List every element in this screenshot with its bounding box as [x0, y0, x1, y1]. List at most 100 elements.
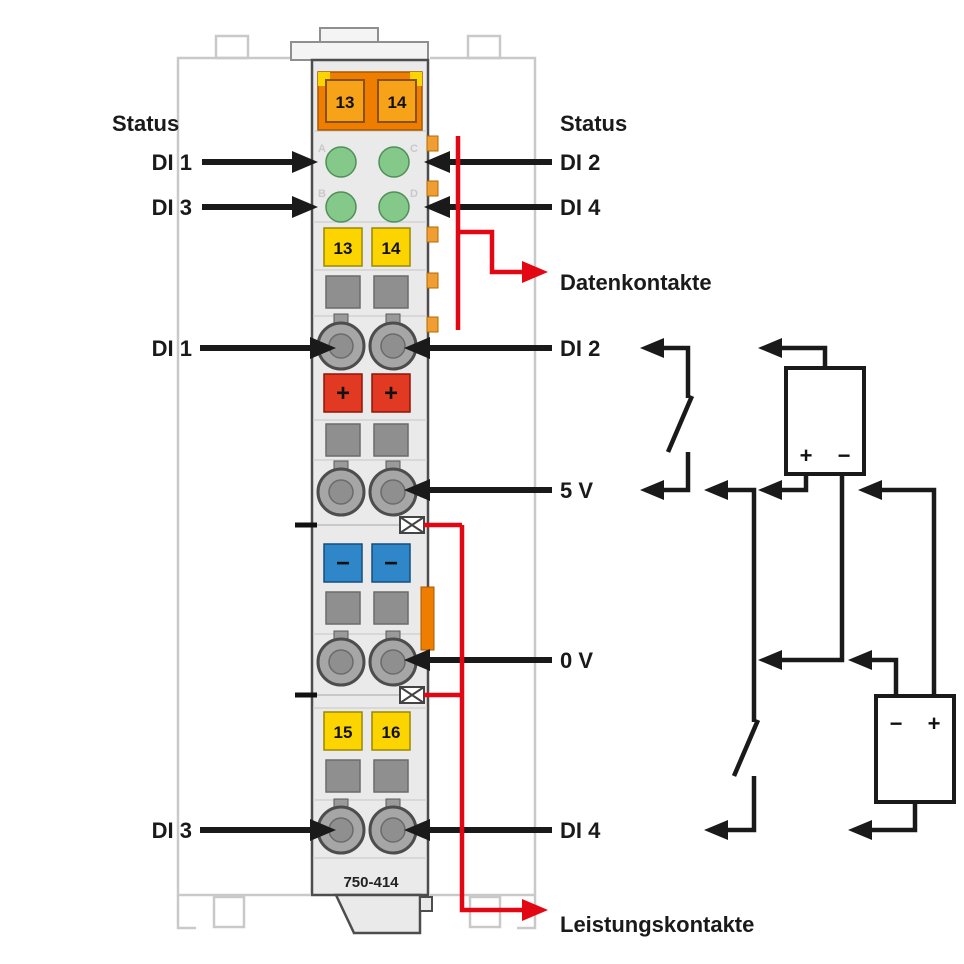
adjacent-module-left: [176, 34, 310, 930]
leistungskontakte-pointer: Leistungskontakte: [424, 522, 754, 937]
terminal-row-di3-di4: [316, 798, 418, 855]
plus-block-label-1: +: [336, 380, 350, 407]
arrow-di1-led: DI 1: [152, 150, 318, 175]
led-di4: [378, 191, 410, 223]
di4-terminal-label: DI 4: [560, 818, 601, 843]
id-tab-13-label: 13: [334, 239, 353, 258]
terminal-row-0v: [316, 630, 418, 687]
id-tab-14-label: 14: [382, 239, 401, 258]
minus-blocks: − −: [323, 543, 411, 583]
orange-side-tab: [420, 586, 435, 651]
power-jumper-contact-2: [295, 686, 428, 704]
arrow-di2-led: DI 2: [424, 150, 600, 175]
plus-blocks: + +: [323, 373, 411, 413]
id-tab-14: [371, 227, 411, 267]
led-di1: [325, 146, 357, 178]
module-top-latch: [290, 27, 429, 61]
arrow-head: [424, 196, 450, 218]
id-tab-13: [323, 227, 363, 267]
io-module: 13 14 A B C D 13 14: [290, 27, 439, 935]
push-buttons-row3: [325, 591, 409, 625]
arrow-head: [292, 151, 318, 173]
push-buttons-row4: [325, 759, 409, 793]
supply-2-plus: +: [928, 711, 941, 736]
id-tabs-top: 13 14: [323, 227, 411, 267]
data-contact-carrier: 13 14: [317, 71, 423, 131]
arrow-di2-terminal: DI 2: [404, 336, 600, 361]
top-contact-14-label: 14: [388, 93, 407, 112]
di3-led-label: DI 3: [152, 195, 192, 220]
leistungskontakte-label: Leistungskontakte: [560, 912, 754, 937]
id-tab-15: [323, 711, 363, 751]
top-contact-14: [377, 79, 417, 123]
id-tab-16: [371, 711, 411, 751]
id-tab-15-label: 15: [334, 723, 353, 742]
di2-led-label: DI 2: [560, 150, 600, 175]
terminal-row-di1-di2: [316, 313, 418, 371]
arrow-di1-terminal: DI 1: [152, 336, 336, 361]
right-annotations: Status DI 2 DI 4 DI 2 5 V 0 V DI 4: [404, 111, 627, 843]
di4-led-label: DI 4: [560, 195, 601, 220]
data-contacts: [426, 135, 439, 333]
supply-1-minus: −: [838, 443, 851, 468]
push-buttons-row2: [325, 423, 409, 457]
status-leds: A B C D: [318, 143, 418, 223]
top-contact-13-label: 13: [336, 93, 355, 112]
led-di3: [325, 191, 357, 223]
minus-block-label-1: −: [336, 550, 350, 577]
plus-block-label-2: +: [384, 380, 398, 407]
arrow-5v-terminal: 5 V: [404, 478, 593, 503]
supply-1-plus: +: [800, 443, 813, 468]
supply-box-2: [874, 694, 956, 804]
circuit-arrow-heads: [640, 338, 882, 840]
status-label-left: Status: [112, 111, 179, 136]
top-contact-13: [325, 79, 365, 123]
supply-1-leads: [780, 345, 845, 663]
led-di2: [378, 146, 410, 178]
arrow-head: [310, 337, 336, 359]
arrow-di3-led: DI 3: [152, 195, 318, 220]
supply-2-minus: −: [890, 711, 903, 736]
arrow-head: [292, 196, 318, 218]
led-letter-c: C: [410, 143, 418, 155]
0v-label: 0 V: [560, 648, 593, 673]
module-foot: [334, 893, 422, 935]
5v-label: 5 V: [560, 478, 593, 503]
di2-terminal-label: DI 2: [560, 336, 600, 361]
minus-block-label-2: −: [384, 550, 398, 577]
switch-2: [726, 487, 761, 833]
status-label-right: Status: [560, 111, 627, 136]
led-letter-a: A: [318, 143, 326, 155]
example-circuit: + − − +: [640, 338, 956, 840]
arrow-head: [310, 819, 336, 841]
supply-2-leads: [870, 487, 937, 833]
arrow-0v-terminal: 0 V: [404, 648, 593, 673]
di1-led-label: DI 1: [152, 150, 192, 175]
arrow-head: [424, 151, 450, 173]
arrow-head: [404, 649, 430, 671]
supply-box-1: [784, 366, 866, 476]
part-number: 750-414: [343, 874, 399, 891]
arrow-di4-terminal: DI 4: [404, 818, 601, 843]
di3-terminal-label: DI 3: [152, 818, 192, 843]
terminal-row-5v: [316, 460, 418, 517]
arrow-di3-terminal: DI 3: [152, 818, 336, 843]
left-annotations: Status DI 1 DI 3 DI 1 DI 3: [112, 111, 336, 843]
datenkontakte-pointer: Datenkontakte: [455, 136, 712, 330]
switch-1: [662, 345, 695, 493]
arrow-head: [404, 479, 430, 501]
id-tab-16-label: 16: [382, 723, 401, 742]
power-jumper-contact-1: [295, 516, 428, 534]
arrow-head: [404, 337, 430, 359]
id-tabs-bottom: 15 16: [323, 711, 411, 751]
module-seams: [313, 130, 427, 859]
datenkontakte-label: Datenkontakte: [560, 270, 712, 295]
push-buttons-row1: [325, 275, 409, 309]
red-arrow-head: [522, 899, 548, 921]
module-foot-hook: [419, 896, 433, 912]
led-letter-d: D: [410, 188, 418, 200]
arrow-di4-led: DI 4: [424, 195, 601, 220]
arrow-head: [404, 819, 430, 841]
